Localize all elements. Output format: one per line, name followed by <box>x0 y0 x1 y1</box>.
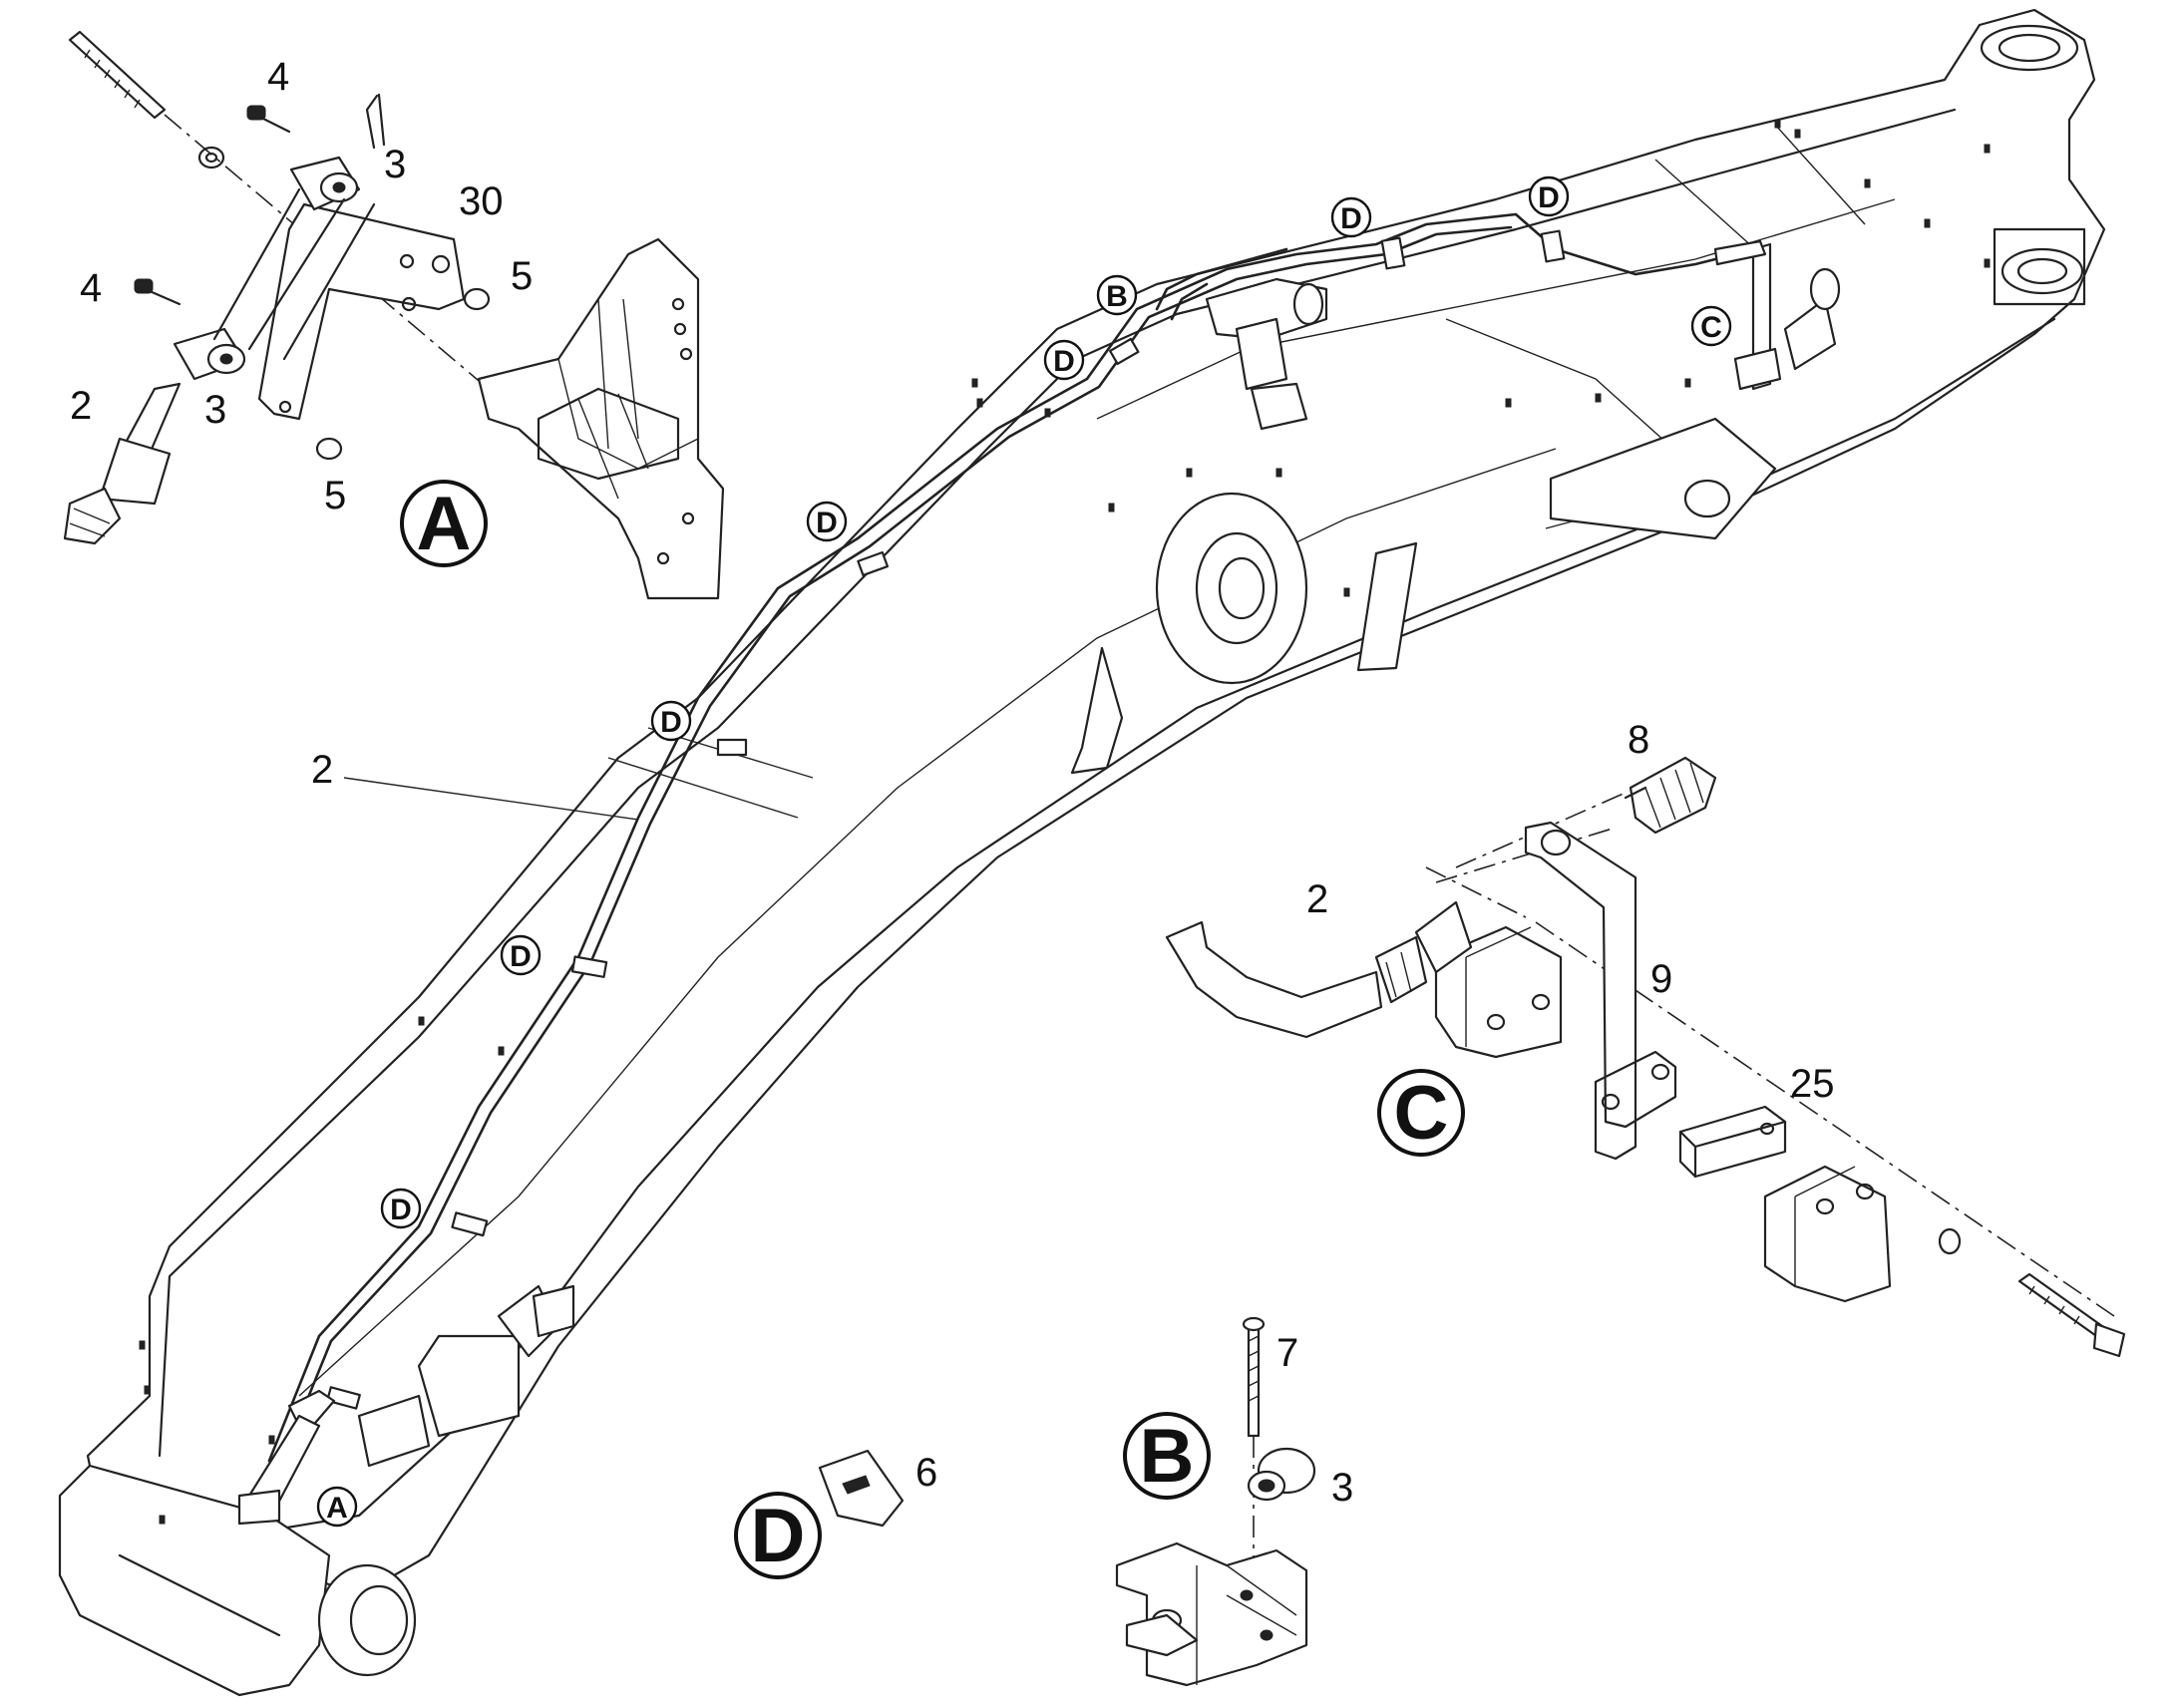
hose-2-routing <box>237 212 1841 1526</box>
callout-labels: 4 3 30 4 5 2 3 5 2 8 2 9 25 7 6 3 <box>70 55 1835 1510</box>
detail-marker-b-circle <box>1123 1412 1211 1500</box>
callout-5-right: 5 <box>511 254 533 298</box>
location-marker-d-6: D <box>510 940 532 973</box>
callout-4-top: 4 <box>267 55 289 99</box>
detail-d-strap <box>818 1449 905 1528</box>
location-marker-d-3: D <box>1053 345 1075 378</box>
detail-c-assembly <box>1165 756 2126 1358</box>
detail-marker-d-circle <box>734 1492 822 1579</box>
callout-3-top: 3 <box>384 143 406 186</box>
location-marker-d-7: D <box>390 1194 412 1226</box>
callout-5-bottom: 5 <box>324 474 346 517</box>
location-marker-a: A <box>326 1492 348 1525</box>
location-marker-d-2: D <box>1538 181 1560 214</box>
detail-marker-c: C <box>1394 1071 1449 1156</box>
detail-b-assembly <box>1115 1316 1316 1687</box>
detail-a-assembly <box>63 30 725 600</box>
detail-marker-c-circle <box>1377 1069 1465 1157</box>
callout-4-mid: 4 <box>80 266 102 310</box>
callout-3-detail-b: 3 <box>1331 1466 1353 1510</box>
detail-markers: A C B D <box>400 480 1465 1579</box>
callout-2-boom: 2 <box>311 748 333 792</box>
callout-7: 7 <box>1276 1331 1298 1375</box>
location-marker-c: C <box>1700 311 1722 344</box>
detail-marker-b: B <box>1140 1414 1195 1499</box>
detail-marker-a: A <box>417 482 472 566</box>
leader-line-part-2 <box>343 777 639 821</box>
callout-2-detail-c: 2 <box>1306 877 1328 921</box>
callout-6: 6 <box>915 1451 937 1495</box>
callout-2-detail-a: 2 <box>70 384 92 428</box>
callout-30: 30 <box>459 179 504 223</box>
location-markers: D D B D C D D D D A <box>316 175 1732 1528</box>
callout-8: 8 <box>1628 718 1649 762</box>
callout-25: 25 <box>1790 1062 1835 1106</box>
location-marker-b: B <box>1106 280 1128 313</box>
callout-9: 9 <box>1650 957 1672 1001</box>
detail-marker-d: D <box>751 1494 806 1578</box>
boom-structure <box>58 8 2106 1697</box>
location-marker-d-5: D <box>660 706 682 739</box>
location-marker-d-4: D <box>816 507 838 539</box>
detail-marker-a-circle <box>400 480 488 567</box>
location-marker-d-1: D <box>1340 202 1362 235</box>
callout-3-mid: 3 <box>204 388 226 432</box>
